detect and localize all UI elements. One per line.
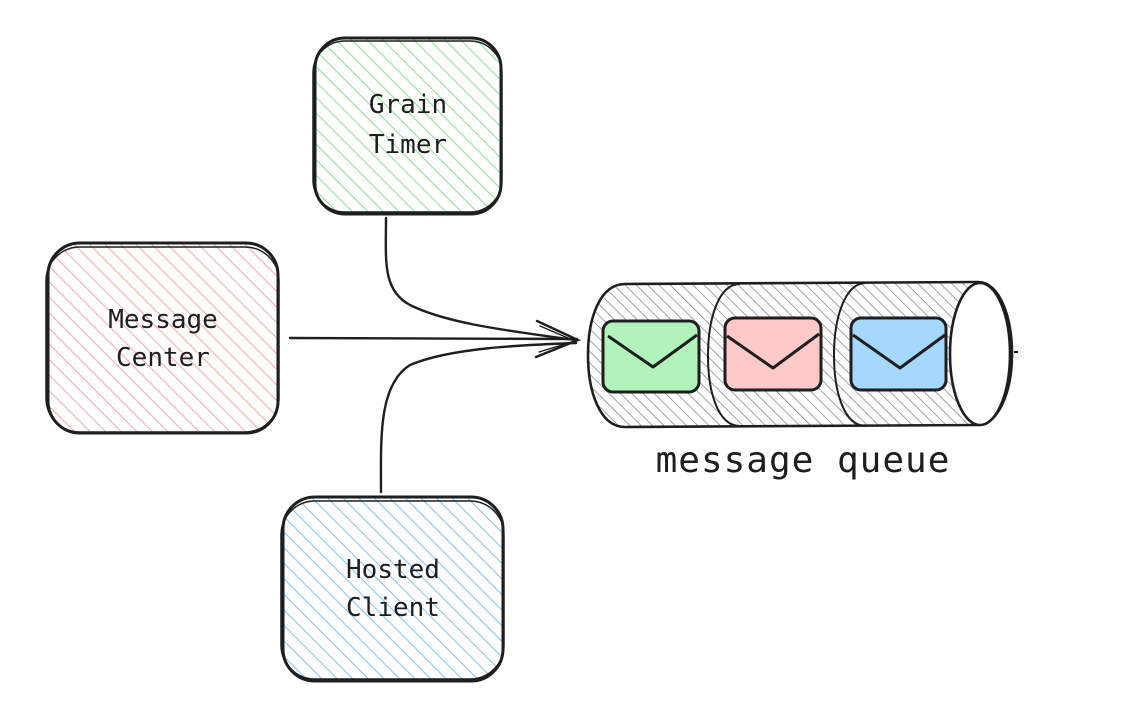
grain-timer-label-line2: Timer: [369, 130, 447, 160]
queue-divider: [832, 282, 867, 427]
hosted-client-node: Hosted Client: [280, 495, 505, 683]
grain-timer-node: Grain Timer: [312, 36, 503, 216]
arrowhead-icon: [534, 319, 582, 359]
queue-label: message queue: [656, 440, 951, 481]
queue-divider: [706, 283, 741, 427]
arrows: [288, 216, 582, 494]
hosted-client-label-line2: Client: [346, 593, 440, 623]
message-center-node: Message Center: [45, 241, 280, 435]
hosted-client-label-line1: Hosted: [346, 555, 440, 585]
message-center-label-line2: Center: [116, 343, 210, 373]
message-queue: message queue: [586, 280, 1018, 481]
grain-timer-label-line1: Grain: [369, 90, 447, 120]
queue-cylinder-end: [948, 281, 1012, 427]
envelope-icon: [601, 319, 701, 394]
arrow-hosted-client-to-queue: [379, 341, 578, 494]
message-center-label-line1: Message: [108, 305, 218, 335]
envelope-icon: [849, 316, 948, 392]
envelope-icon: [723, 316, 823, 392]
arrow-grain-timer-to-queue: [384, 216, 577, 342]
arrow-message-center-to-queue: [288, 336, 579, 341]
